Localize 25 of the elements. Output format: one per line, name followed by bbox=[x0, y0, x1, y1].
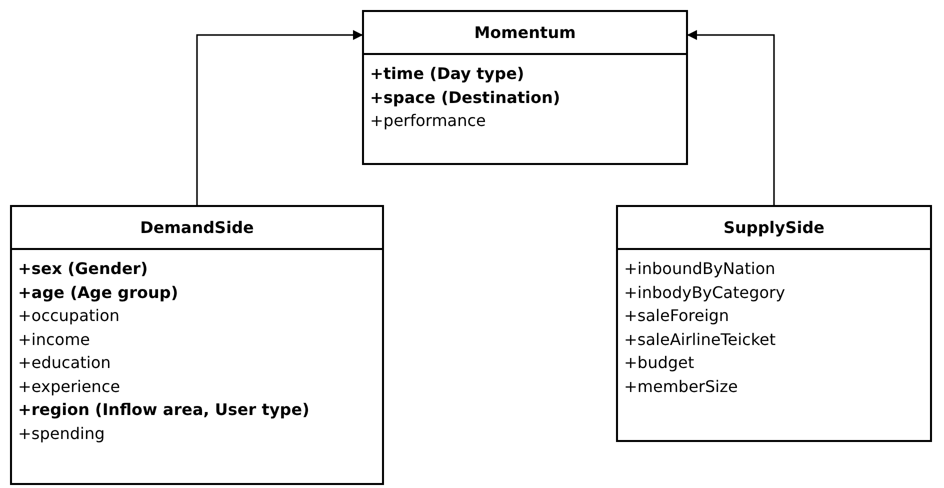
attribute-text: +performance bbox=[370, 110, 486, 132]
class-name: SupplySide bbox=[618, 207, 930, 250]
attribute-text: +age (Age group) bbox=[18, 282, 178, 304]
class-name: Momentum bbox=[364, 12, 686, 55]
attribute-text: +budget bbox=[624, 352, 694, 374]
attribute-text: +inboundByNation bbox=[624, 258, 776, 280]
attribute-text: +experience bbox=[18, 376, 120, 398]
class-box bbox=[616, 205, 932, 442]
arrow bbox=[687, 30, 775, 205]
class-name: DemandSide bbox=[12, 207, 382, 250]
attribute-text: +memberSize bbox=[624, 376, 738, 398]
attribute-text: +region (Inflow area, User type) bbox=[18, 399, 310, 421]
attribute-text: +saleAirlineTeicket bbox=[624, 328, 776, 350]
attribute-text: +space (Destination) bbox=[370, 86, 560, 108]
class-box bbox=[362, 10, 688, 165]
attribute-text: +spending bbox=[18, 422, 105, 444]
attribute-text: +income bbox=[18, 328, 90, 350]
attribute-text: +occupation bbox=[18, 305, 120, 327]
attribute-text: +saleForeign bbox=[624, 305, 730, 327]
attribute-text: +education bbox=[18, 352, 111, 374]
attribute-text: +time (Day type) bbox=[370, 63, 524, 85]
arrow bbox=[196, 30, 363, 205]
attribute-text: +inbodyByCategory bbox=[624, 282, 786, 304]
class-box bbox=[10, 205, 384, 485]
attribute-text: +sex (Gender) bbox=[18, 258, 148, 280]
